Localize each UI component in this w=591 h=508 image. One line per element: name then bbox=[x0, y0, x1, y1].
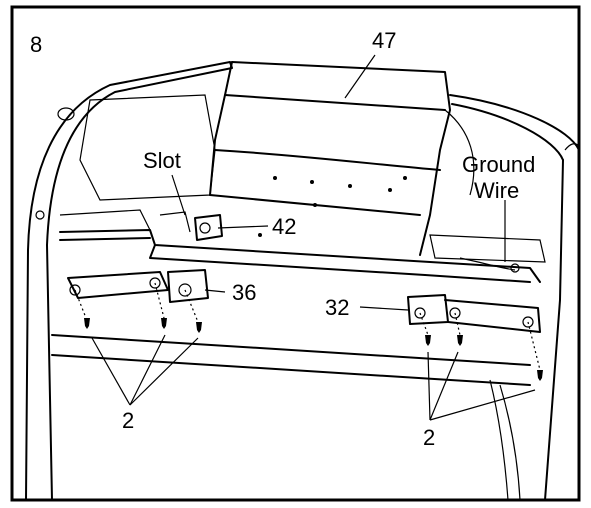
label-part-32: 32 bbox=[325, 295, 349, 320]
label-part-47: 47 bbox=[372, 28, 396, 53]
leader-lines bbox=[91, 54, 536, 421]
ground-wire bbox=[459, 257, 520, 273]
label-ground-wire-line1: Ground bbox=[462, 152, 535, 177]
label-screw-right: 2 bbox=[423, 425, 435, 450]
label-part-36: 36 bbox=[232, 280, 256, 305]
step-number: 8 bbox=[30, 32, 42, 57]
label-screw-left: 2 bbox=[122, 408, 134, 433]
lower-cover bbox=[51, 334, 531, 501]
frame-uprights bbox=[25, 61, 580, 501]
bracket-part-42 bbox=[159, 211, 223, 241]
bracket-part-32 bbox=[407, 294, 541, 333]
hood-mounting-rail bbox=[59, 209, 546, 283]
screws-left bbox=[74, 282, 202, 333]
label-ground-wire-line2: Wire bbox=[474, 178, 519, 203]
motor-hood-part-47 bbox=[79, 61, 475, 256]
screws-right bbox=[419, 312, 543, 381]
bracket-part-36 bbox=[67, 269, 209, 303]
label-slot: Slot bbox=[143, 148, 181, 173]
label-part-42: 42 bbox=[272, 214, 296, 239]
